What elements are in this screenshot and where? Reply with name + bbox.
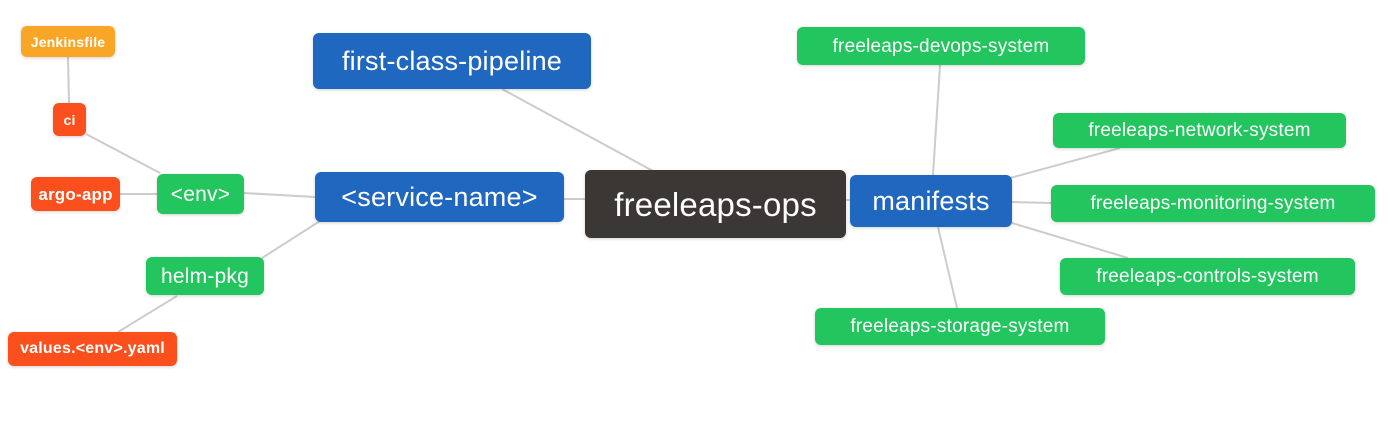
edge-manifests--freeleaps-devops-system [932, 64, 941, 176]
edge-ci--env [85, 133, 161, 174]
node-jenkinsfile[interactable]: Jenkinsfile [21, 26, 115, 57]
edge-jenkinsfile--ci [67, 56, 70, 104]
node-service-name[interactable]: <service-name> [315, 172, 564, 222]
node-ci[interactable]: ci [53, 103, 86, 136]
edge-values-env-yaml--helm-pkg [117, 295, 178, 333]
edge-manifests--freeleaps-monitoring-system [1011, 201, 1052, 204]
node-first-class-pipeline[interactable]: first-class-pipeline [313, 33, 591, 89]
edge-manifests--freeleaps-network-system [1009, 147, 1121, 179]
edge-env--service-name [243, 192, 316, 198]
node-freeleaps-controls-system[interactable]: freeleaps-controls-system [1060, 258, 1355, 295]
node-freeleaps-monitoring-system[interactable]: freeleaps-monitoring-system [1051, 185, 1375, 222]
edge-manifests--freeleaps-storage-system [937, 226, 958, 309]
node-values-env-yaml[interactable]: values.<env>.yaml [8, 332, 177, 366]
node-freeleaps-network-system[interactable]: freeleaps-network-system [1053, 113, 1346, 148]
node-freeleaps-ops[interactable]: freeleaps-ops [585, 170, 846, 238]
edge-manifests--freeleaps-controls-system [1011, 222, 1129, 259]
node-argo-app[interactable]: argo-app [31, 177, 120, 211]
node-freeleaps-storage-system[interactable]: freeleaps-storage-system [815, 308, 1105, 345]
node-manifests[interactable]: manifests [850, 175, 1012, 227]
node-freeleaps-devops-system[interactable]: freeleaps-devops-system [797, 27, 1085, 65]
node-env[interactable]: <env> [157, 174, 244, 214]
edge-helm-pkg--service-name [261, 220, 321, 259]
edge-first-class-pipeline--freeleaps-ops [501, 88, 654, 172]
node-helm-pkg[interactable]: helm-pkg [146, 257, 264, 295]
